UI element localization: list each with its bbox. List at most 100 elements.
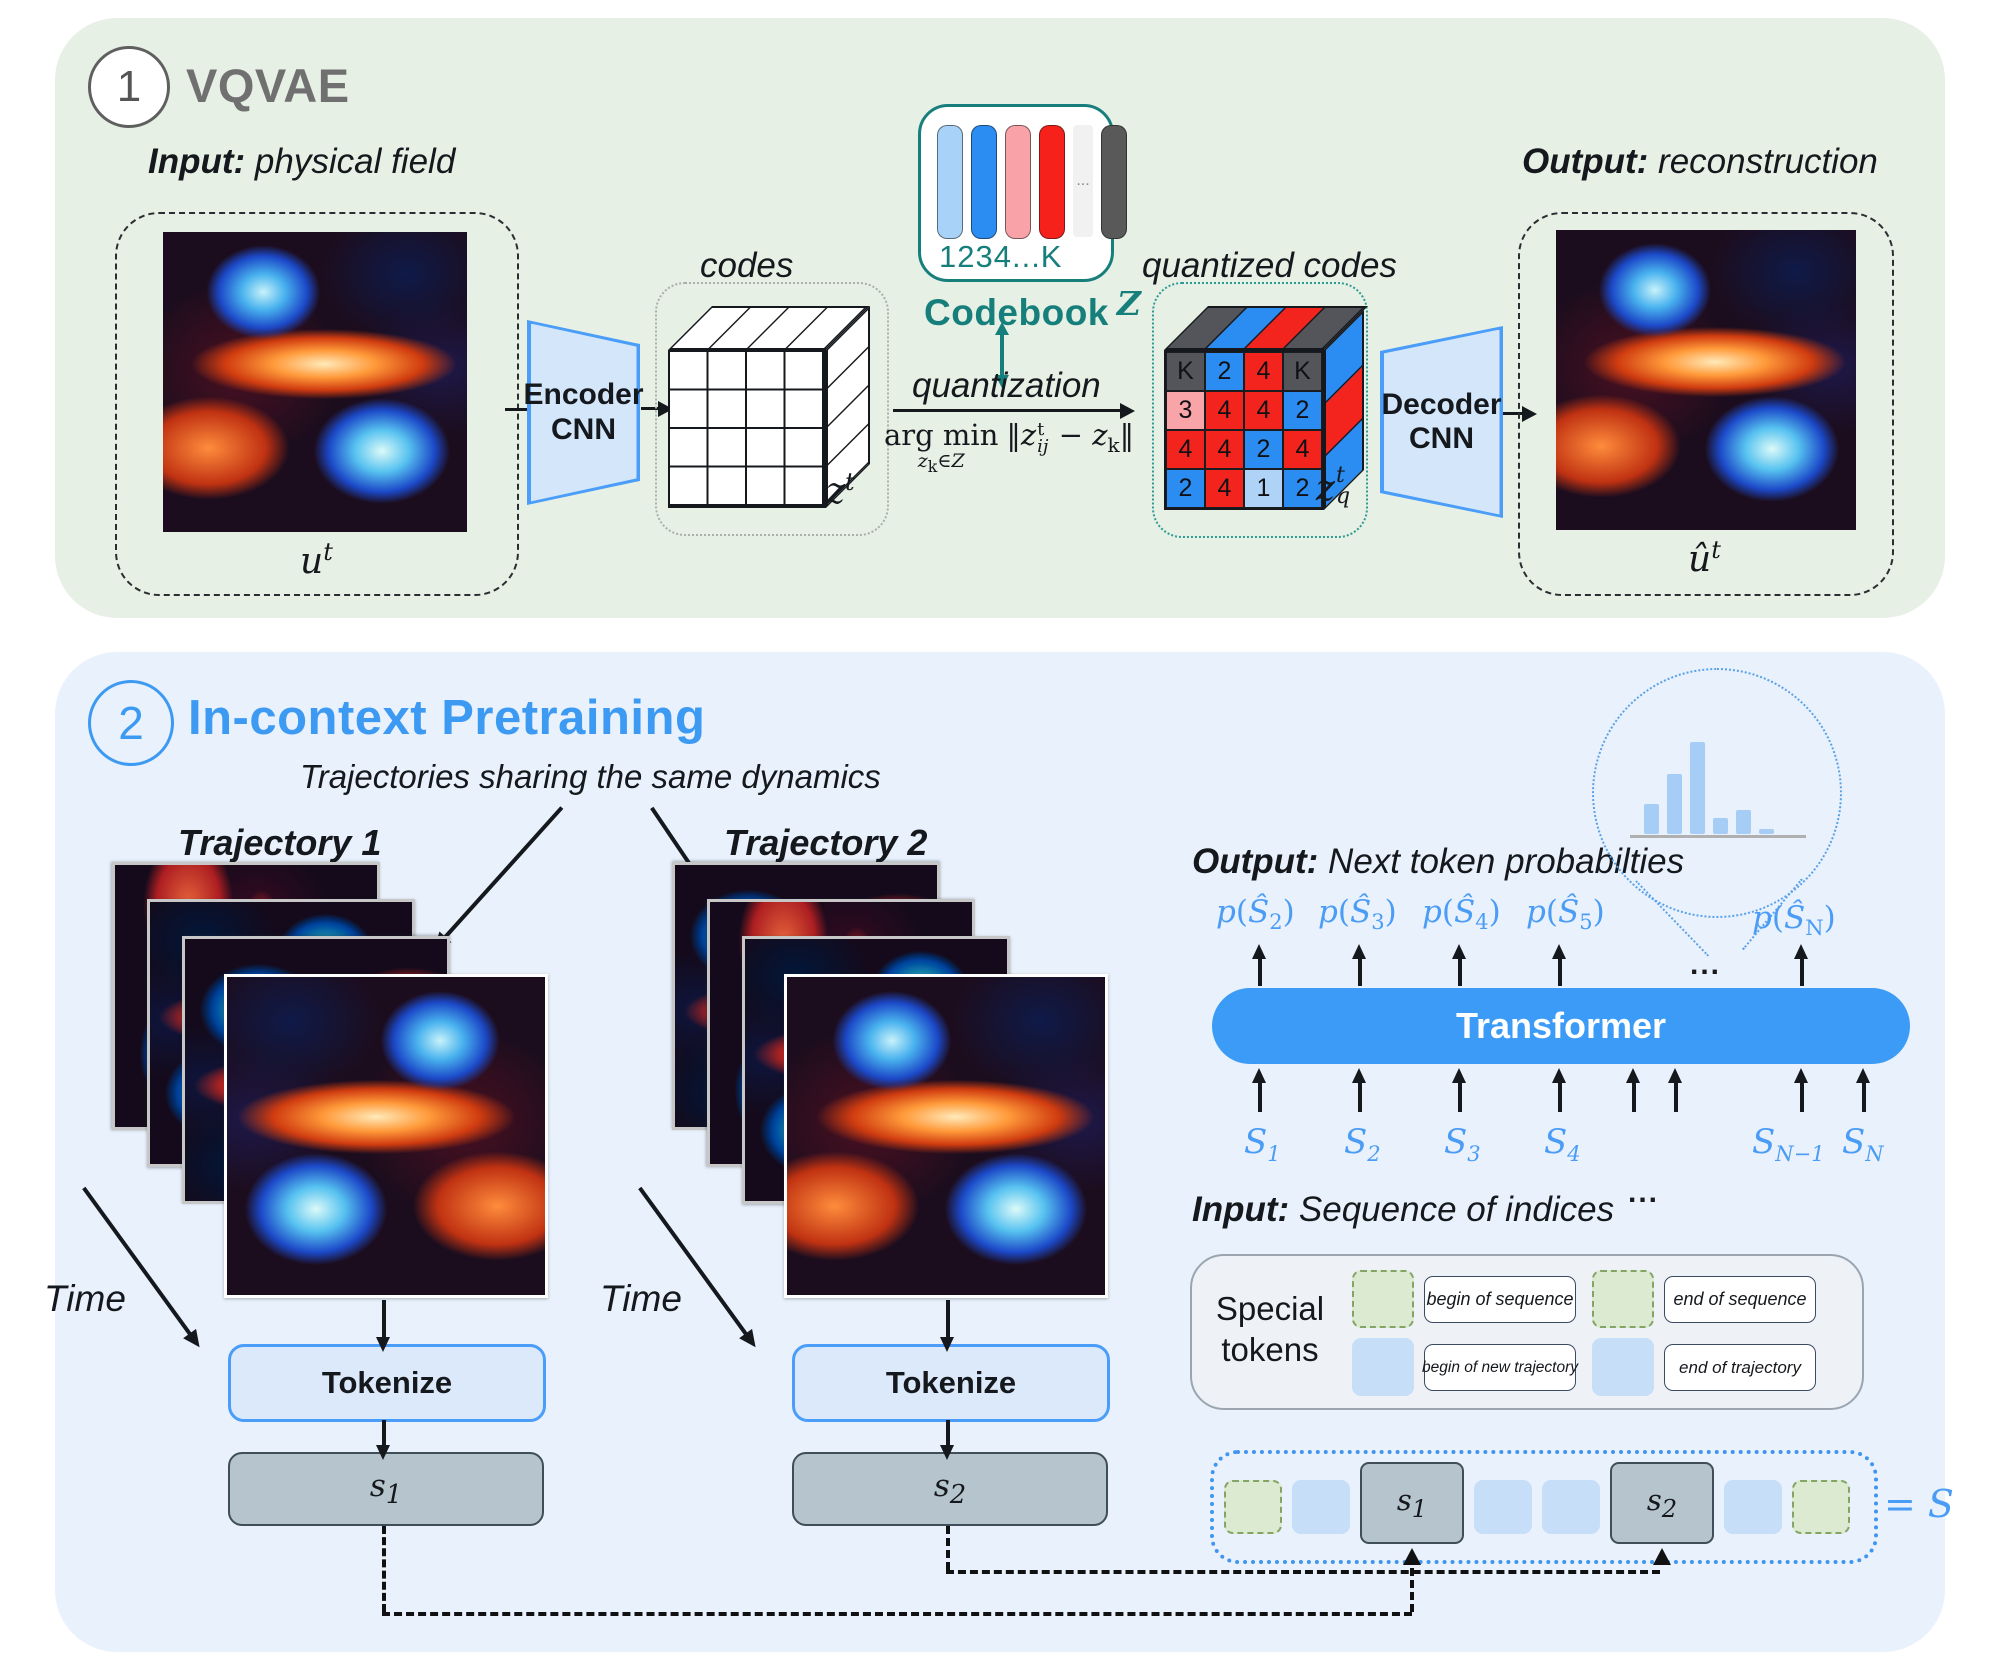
s2-connector-vertical bbox=[946, 1526, 950, 1570]
sequence-token-s1: s1 bbox=[1360, 1462, 1464, 1544]
decoder-fill bbox=[1383, 329, 1500, 515]
transformer-pill: Transformer bbox=[1212, 988, 1910, 1064]
panel1-title: VQVAE bbox=[186, 59, 350, 112]
input-token-label: SN bbox=[1842, 1122, 1884, 1166]
quantized-cell: K bbox=[1283, 352, 1322, 391]
transformer-output-arrow-icon bbox=[1252, 944, 1265, 986]
flow-arrow-down-icon bbox=[940, 1420, 953, 1460]
input-caption: Input: physical field bbox=[148, 142, 456, 181]
sequence-token-eos bbox=[1792, 1480, 1850, 1534]
transformer-input-arrow-icon bbox=[1856, 1068, 1869, 1112]
sequence-token-eot bbox=[1724, 1480, 1782, 1534]
input-seq-caption: Input: Sequence of indices bbox=[1192, 1190, 1615, 1229]
special-desc-eos: end of sequence bbox=[1664, 1276, 1816, 1323]
histogram-bar bbox=[1759, 829, 1774, 834]
quantized-box bbox=[1152, 282, 1368, 538]
s1-connector-arrowhead-icon bbox=[1403, 1548, 1421, 1565]
transformer-output-arrow-icon bbox=[1794, 944, 1807, 986]
quantized-cell: 4 bbox=[1244, 352, 1283, 391]
quantized-cell: 4 bbox=[1166, 430, 1205, 469]
quantization-caption: quantization bbox=[912, 366, 1101, 405]
step2-badge: 2 bbox=[88, 680, 174, 766]
histogram-bar bbox=[1736, 810, 1751, 834]
encoder-codes-arrow bbox=[641, 407, 659, 410]
output-field-box bbox=[1518, 212, 1894, 596]
special-desc-bot: begin of new trajectory bbox=[1422, 1344, 1578, 1391]
histogram-bar bbox=[1690, 742, 1705, 834]
input-encoder-line bbox=[505, 408, 527, 411]
quantized-cell: 2 bbox=[1283, 391, 1322, 430]
quantized-cell: 4 bbox=[1205, 469, 1244, 508]
input-token-label: SN−1 bbox=[1752, 1122, 1825, 1166]
transformer-label: Transformer bbox=[1455, 1005, 1667, 1046]
special-desc-eot: end of trajectory bbox=[1664, 1344, 1816, 1391]
sharing-caption: Trajectories sharing the same dynamics bbox=[300, 758, 881, 795]
codes-caption: codes bbox=[700, 246, 794, 285]
transformer-output-arrow-icon bbox=[1352, 944, 1365, 986]
transformer-input-arrow-icon bbox=[1626, 1068, 1639, 1112]
tokenize2-box: Tokenize bbox=[792, 1344, 1110, 1422]
tokenize1-box: Tokenize bbox=[228, 1344, 546, 1422]
transformer-input-arrow-icon bbox=[1252, 1068, 1265, 1112]
codebook-link-arrow bbox=[995, 322, 1008, 388]
transformer-input-arrow-icon bbox=[1668, 1068, 1681, 1112]
step2-number: 2 bbox=[118, 697, 144, 749]
step1-number: 1 bbox=[116, 62, 142, 111]
prob-ellipsis: ... bbox=[1690, 948, 1722, 981]
output-symbol: ût bbox=[1688, 536, 1721, 580]
quantized-cell: 4 bbox=[1283, 430, 1322, 469]
codebook-index: 1234...K bbox=[939, 239, 1063, 274]
output-caption: Output: reconstruction bbox=[1522, 142, 1878, 181]
quantized-cell: 2 bbox=[1283, 469, 1322, 508]
prob-token-label: p(Ŝ2) bbox=[1216, 894, 1295, 935]
quantized-cell: 3 bbox=[1166, 391, 1205, 430]
prob-token-label: p(Ŝ4) bbox=[1422, 894, 1501, 935]
codebook-bar-1 bbox=[937, 125, 963, 239]
input-ellipsis: ... bbox=[1628, 1176, 1660, 1209]
special-chip-bos bbox=[1352, 1270, 1414, 1328]
histogram-bar bbox=[1713, 818, 1728, 834]
s2-connector-horizontal bbox=[946, 1570, 1660, 1574]
special-chip-eot bbox=[1592, 1338, 1654, 1396]
special-chip-bot bbox=[1352, 1338, 1414, 1396]
time2-label: Time bbox=[600, 1278, 682, 1319]
transformer-input-arrow-icon bbox=[1352, 1068, 1365, 1112]
quantized-cell: 4 bbox=[1205, 391, 1244, 430]
s2-connector-arrowhead-icon bbox=[1653, 1548, 1671, 1565]
s1-connector-vertical bbox=[382, 1526, 386, 1612]
codebook-bars: ... bbox=[937, 125, 1127, 239]
argmin-operator: arg min zk∈Z bbox=[884, 418, 999, 476]
s1-connector-stub bbox=[1410, 1568, 1414, 1612]
codebook-box: ... 1234...K bbox=[918, 104, 1127, 282]
codes-box bbox=[655, 282, 889, 536]
s2-box: s2 bbox=[792, 1452, 1108, 1526]
histogram-baseline bbox=[1630, 835, 1806, 838]
quantization-arrow bbox=[893, 409, 1121, 412]
trajectory2-label: Trajectory 2 bbox=[724, 822, 928, 863]
time1-label: Time bbox=[44, 1278, 126, 1319]
sequence-token-bot bbox=[1542, 1480, 1600, 1534]
quantized-cell: 2 bbox=[1244, 430, 1283, 469]
codebook-bar-3 bbox=[1005, 125, 1031, 239]
histogram-circle bbox=[1592, 668, 1842, 918]
transformer-input-arrow-icon bbox=[1552, 1068, 1565, 1112]
codes-cube-front bbox=[668, 350, 826, 508]
input-token-label: S1 bbox=[1244, 1122, 1281, 1166]
input-token-label: S2 bbox=[1344, 1122, 1381, 1166]
quantized-cell: 2 bbox=[1166, 469, 1205, 508]
s1-connector-horizontal bbox=[382, 1612, 1412, 1616]
transformer-input-arrow-icon bbox=[1452, 1068, 1465, 1112]
histogram-bars bbox=[1644, 742, 1796, 834]
special-desc-bos: begin of sequence bbox=[1424, 1276, 1576, 1323]
sequence-token-bos bbox=[1224, 1480, 1282, 1534]
sequence-token-eot bbox=[1474, 1480, 1532, 1534]
stack2-frame-4 bbox=[784, 974, 1108, 1298]
